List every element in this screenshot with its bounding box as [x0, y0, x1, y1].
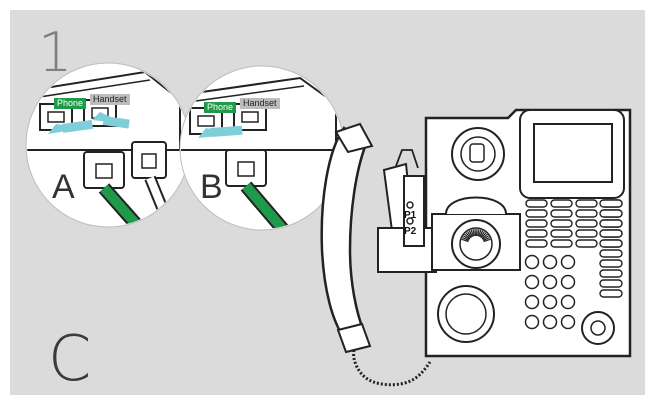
function-key — [600, 290, 622, 297]
function-key — [600, 230, 622, 237]
soft-key — [551, 210, 572, 217]
switch-label-p1: P1 — [404, 211, 416, 221]
keypad-key — [526, 296, 539, 309]
soft-key — [526, 230, 547, 237]
soft-key — [576, 200, 597, 207]
soft-key — [576, 220, 597, 227]
magnifier-a — [20, 63, 190, 240]
magnifier-b — [174, 66, 344, 240]
variant-label: C — [48, 328, 91, 390]
function-key — [600, 280, 622, 287]
soft-key — [526, 200, 547, 207]
soft-key — [576, 240, 597, 247]
soft-key — [526, 220, 547, 227]
keypad-key — [544, 316, 557, 329]
keypad-key — [544, 296, 557, 309]
connection-b-phone-label: Phone — [204, 102, 236, 113]
illustration-art — [10, 10, 645, 395]
connection-a-phone-label: Phone — [54, 98, 86, 109]
keypad-key — [544, 276, 557, 289]
soft-key — [576, 230, 597, 237]
function-key — [600, 200, 622, 207]
keypad-key — [526, 316, 539, 329]
function-key — [600, 220, 622, 227]
function-key — [600, 270, 622, 277]
keypad-key — [526, 256, 539, 269]
connection-a-handset-label: Handset — [90, 94, 130, 105]
soft-key — [551, 240, 572, 247]
soft-key — [526, 210, 547, 217]
function-key — [600, 260, 622, 267]
soft-key — [551, 230, 572, 237]
connection-b-handset-label: Handset — [240, 98, 280, 109]
keypad-key — [562, 256, 575, 269]
connection-a-letter: A — [52, 170, 75, 204]
illustration-panel: 1 C A B Phone Handset Phone Handset P1 P… — [10, 10, 645, 395]
soft-key — [576, 210, 597, 217]
keypad-key — [562, 296, 575, 309]
keypad-key — [562, 276, 575, 289]
switch-label-p2: P2 — [404, 227, 416, 237]
soft-key — [526, 240, 547, 247]
step-number: 1 — [38, 26, 72, 80]
keypad-key — [562, 316, 575, 329]
function-key — [600, 250, 622, 257]
function-key — [600, 210, 622, 217]
function-key — [600, 240, 622, 247]
connection-b-letter: B — [200, 170, 223, 204]
keypad-key — [526, 276, 539, 289]
soft-key — [551, 200, 572, 207]
keypad-key — [544, 256, 557, 269]
soft-key — [551, 220, 572, 227]
